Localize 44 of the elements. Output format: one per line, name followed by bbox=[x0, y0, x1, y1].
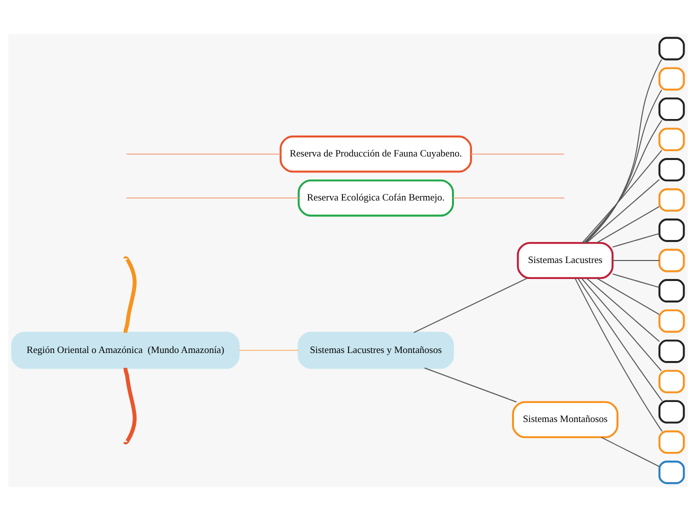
node-box bbox=[658, 248, 685, 272]
node-box bbox=[658, 400, 685, 424]
connector bbox=[574, 277, 663, 432]
connector bbox=[452, 197, 565, 198]
node-box: Región Oriental o Amazónica (Mundo Amazonía) bbox=[11, 331, 240, 368]
connector bbox=[612, 272, 660, 288]
connector bbox=[238, 349, 300, 350]
node-box bbox=[658, 278, 685, 302]
connector bbox=[596, 206, 660, 243]
node-box bbox=[658, 369, 685, 393]
connector bbox=[600, 436, 660, 467]
connector bbox=[123, 256, 137, 332]
node-box bbox=[658, 66, 685, 90]
node-box bbox=[658, 96, 685, 120]
connector bbox=[580, 277, 662, 371]
node-box bbox=[658, 308, 685, 332]
node-box: Sistemas Lacustres bbox=[516, 241, 614, 279]
connector bbox=[584, 119, 662, 243]
node-box bbox=[658, 430, 685, 454]
connector bbox=[126, 197, 300, 198]
node-box: Reserva de Producción de Fauna Cuyabeno. bbox=[280, 135, 472, 172]
node-box bbox=[658, 36, 685, 60]
connector bbox=[424, 367, 518, 402]
node-box bbox=[658, 127, 685, 151]
connector bbox=[582, 149, 662, 243]
connector bbox=[584, 88, 662, 243]
connector bbox=[585, 58, 662, 243]
connector bbox=[470, 153, 565, 154]
node-box bbox=[658, 157, 685, 181]
node-box bbox=[658, 188, 685, 212]
node-box: Sistemas Lacustres y Montañosos bbox=[298, 331, 454, 368]
node-box: Sistemas Montañosos bbox=[512, 400, 618, 438]
connector bbox=[123, 367, 137, 444]
connector bbox=[586, 277, 660, 342]
node-box bbox=[658, 460, 685, 484]
connector bbox=[126, 153, 281, 154]
connector bbox=[612, 232, 660, 248]
connector bbox=[577, 277, 663, 401]
node-box: Reserva Ecológica Cofán Bermejo. bbox=[298, 178, 454, 216]
connector bbox=[413, 277, 528, 333]
node-box bbox=[658, 339, 685, 363]
node-box bbox=[658, 218, 685, 242]
connector bbox=[596, 277, 660, 314]
connector bbox=[586, 178, 660, 243]
